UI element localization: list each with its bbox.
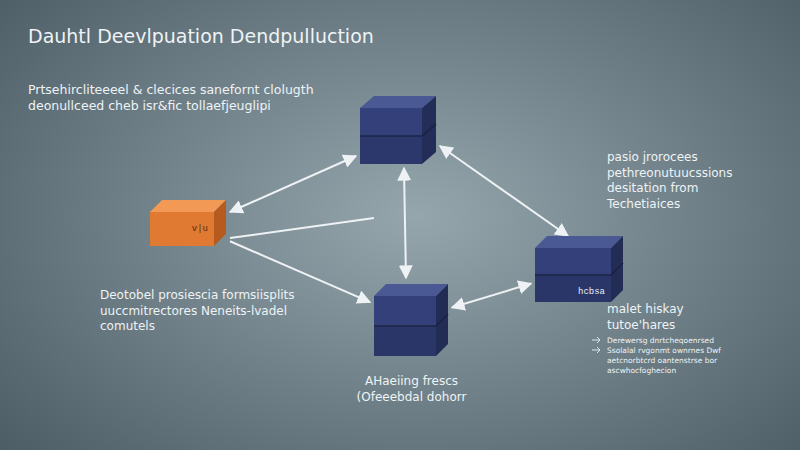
connector-line [230,218,374,238]
bullet-arrows [592,337,600,353]
cube-shape [150,200,226,246]
navy-cube: hcbsamalet hiskay tutoe'hares [535,236,623,302]
side-note: pasio jrorocees pethreonutuucssions desi… [607,150,757,212]
fine-print: ascwhocfoghecion [607,366,767,375]
side-note: Deotobel prosiescia formsiisplits uuccmi… [100,288,315,335]
connector-line [440,146,568,236]
diagram-title: Dauhtl Deevlpuation Dendpulluction [28,24,374,49]
orange-cube: v|u [150,200,226,246]
intro-note: Prtsehircliteeeel & clecices sanefornt c… [28,82,373,115]
connector-arrow [452,284,531,308]
cube-caption: malet hiskay tutoe'hares [607,302,717,333]
face-label: hcbsa [578,287,605,297]
fine-print: Ssolalal rvgonmt ownrnes Dwf [607,346,767,355]
face-label: v|u [192,224,208,234]
connector-line [404,168,406,278]
fine-print: Derewersg dnrtcheqoenrsed [607,336,767,345]
cube-shape [374,284,448,356]
connector-line [230,156,356,212]
top-cube [360,96,436,164]
fine-print: aetcnorbtcrd oantenstrse bor [607,356,767,365]
cube-caption: AHaeiing frescs (Ofeeebdal dohorr [349,374,474,405]
navy-cube: AHaeiing frescs (Ofeeebdal dohorr [374,284,448,356]
